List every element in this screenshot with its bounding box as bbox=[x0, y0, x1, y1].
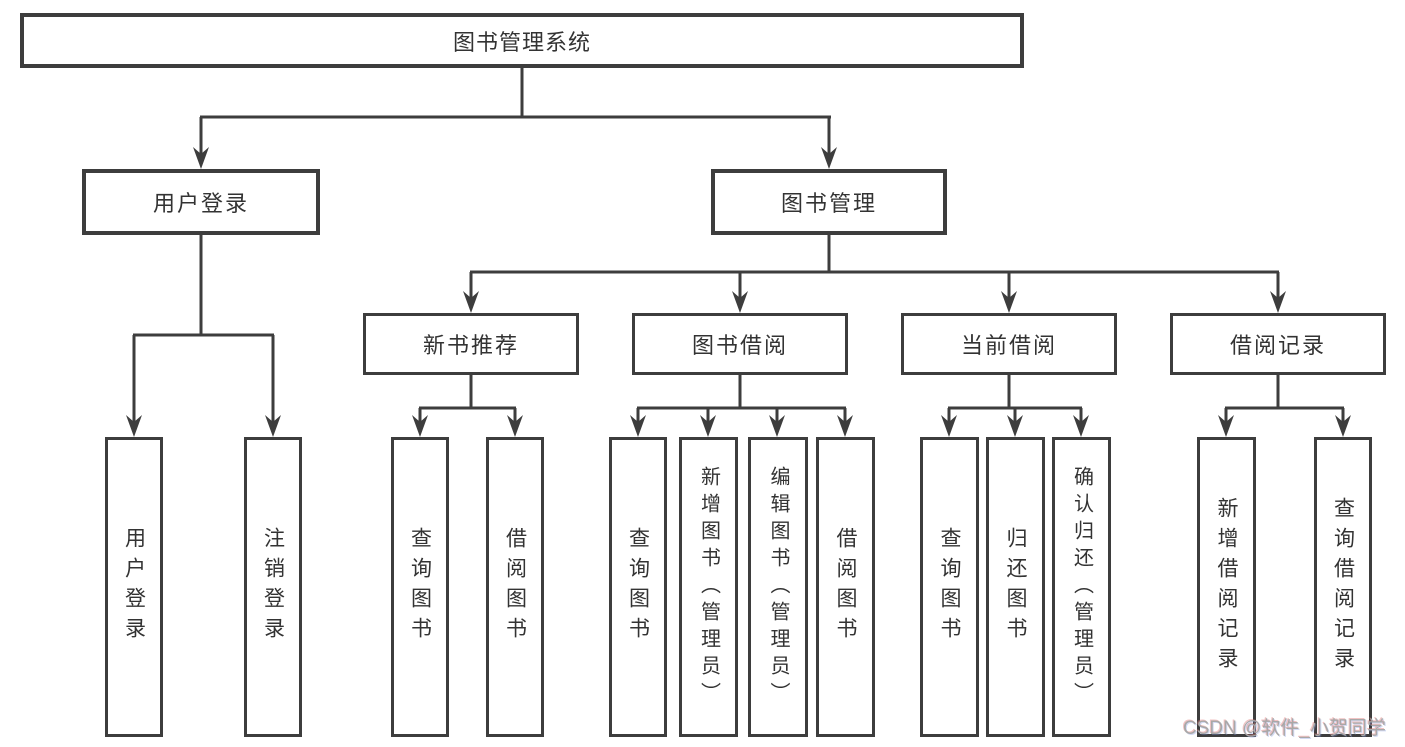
node-user-login-label: 用户登录 bbox=[152, 191, 249, 216]
node-current-borrow-label: 当前借阅 bbox=[960, 333, 1057, 358]
node-new-books: 新书推荐 bbox=[363, 313, 579, 375]
leaf-bb-edit-books-label: 编辑图书（管理员） bbox=[767, 465, 789, 709]
leaf-logout-label: 注销登录 bbox=[261, 527, 285, 647]
leaf-cb-return-books: 归还图书 bbox=[986, 437, 1045, 737]
leaf-user-login: 用户登录 bbox=[105, 437, 163, 737]
leaf-bb-add-books: 新增图书（管理员） bbox=[679, 437, 738, 737]
leaf-nb-borrow-books: 借阅图书 bbox=[486, 437, 544, 737]
node-borrow-records: 借阅记录 bbox=[1170, 313, 1386, 375]
leaf-bb-query-books: 查询图书 bbox=[609, 437, 667, 737]
leaf-nb-query-books: 查询图书 bbox=[391, 437, 449, 737]
node-root: 图书管理系统 bbox=[20, 13, 1024, 68]
leaf-bb-query-books-label: 查询图书 bbox=[626, 527, 650, 647]
csdn-watermark: CSDN @软件_小贺同学 bbox=[1183, 718, 1386, 739]
leaf-br-query-record: 查询借阅记录 bbox=[1314, 437, 1372, 737]
leaf-logout: 注销登录 bbox=[244, 437, 302, 737]
node-root-label: 图书管理系统 bbox=[452, 29, 591, 55]
node-book-mgmt-label: 图书管理 bbox=[780, 191, 877, 216]
leaf-user-login-label: 用户登录 bbox=[122, 527, 146, 647]
leaf-bb-add-books-label: 新增图书（管理员） bbox=[697, 465, 720, 709]
leaf-bb-edit-books: 编辑图书（管理员） bbox=[748, 437, 808, 737]
node-book-borrow-label: 图书借阅 bbox=[691, 333, 788, 358]
node-new-books-label: 新书推荐 bbox=[422, 333, 519, 358]
node-book-borrow: 图书借阅 bbox=[632, 313, 848, 375]
node-book-mgmt: 图书管理 bbox=[711, 169, 947, 235]
leaf-bb-borrow-books-label: 借阅图书 bbox=[834, 527, 857, 647]
node-user-login: 用户登录 bbox=[82, 169, 320, 235]
leaf-br-add-record: 新增借阅记录 bbox=[1197, 437, 1256, 737]
node-current-borrow: 当前借阅 bbox=[901, 313, 1117, 375]
leaf-nb-borrow-books-label: 借阅图书 bbox=[503, 527, 527, 647]
leaf-bb-borrow-books: 借阅图书 bbox=[816, 437, 875, 737]
leaf-cb-confirm-return: 确认归还（管理员） bbox=[1052, 437, 1111, 737]
leaf-br-add-record-label: 新增借阅记录 bbox=[1215, 497, 1238, 677]
leaf-cb-query-books-label: 查询图书 bbox=[938, 527, 961, 647]
leaf-br-query-record-label: 查询借阅记录 bbox=[1331, 497, 1355, 677]
leaf-nb-query-books-label: 查询图书 bbox=[408, 527, 432, 647]
leaf-cb-confirm-return-label: 确认归还（管理员） bbox=[1070, 465, 1093, 709]
leaf-cb-query-books: 查询图书 bbox=[920, 437, 979, 737]
leaf-cb-return-books-label: 归还图书 bbox=[1004, 527, 1027, 647]
node-borrow-records-label: 借阅记录 bbox=[1229, 333, 1326, 358]
